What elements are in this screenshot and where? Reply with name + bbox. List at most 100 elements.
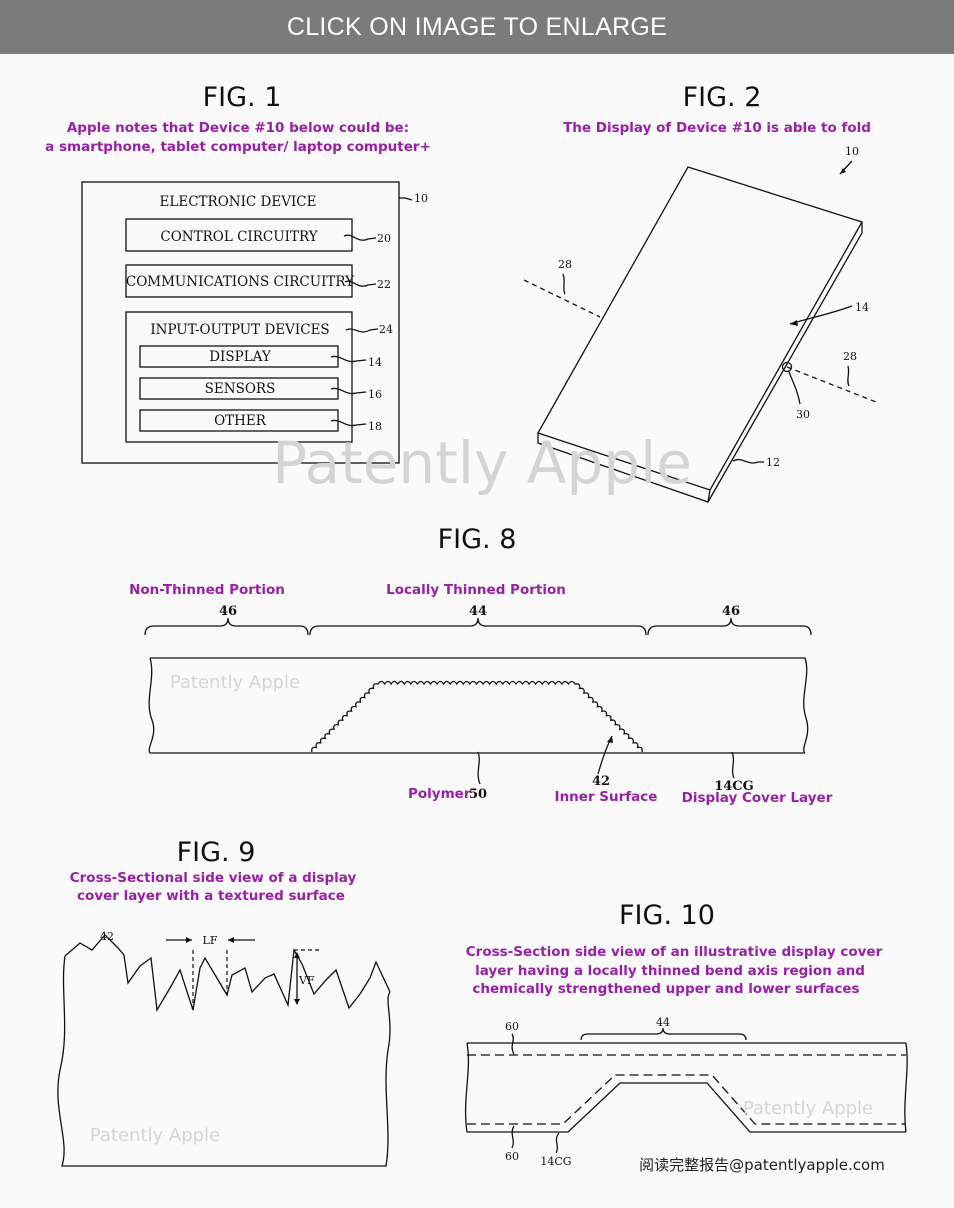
fig2: FIG. 2 The Display of Device #10 is able… — [523, 82, 877, 503]
fig2-title: FIG. 2 — [683, 82, 762, 113]
communications-circuitry-label: COMMUNICATIONS CIRCUITRY — [126, 274, 355, 290]
vf-label: VF — [298, 974, 315, 987]
display-label: DISPLAY — [209, 349, 272, 365]
fold-axis-right — [786, 366, 877, 403]
ref28a-leader — [562, 273, 566, 295]
device-front-edge — [537, 433, 711, 503]
ref14cg-fig10-leader — [555, 1132, 560, 1154]
ref-10: 10 — [414, 192, 428, 205]
ref-44-fig10: 44 — [656, 1016, 670, 1029]
ref-60-bottom: 60 — [505, 1150, 519, 1163]
electronic-device-box — [81, 181, 400, 464]
ref-18: 18 — [368, 420, 382, 433]
ref-12: 12 — [766, 456, 780, 469]
patent-figures: FIG. 1 Apple notes that Device #10 below… — [45, 82, 908, 1174]
fig8-title: FIG. 8 — [438, 524, 517, 555]
fig2-caption: The Display of Device #10 is able to fol… — [563, 120, 871, 136]
fig9-body-outline — [57, 955, 391, 1167]
fig10-right-edge — [904, 1042, 908, 1133]
vf-arrowheads — [294, 952, 300, 1005]
ref-60-top: 60 — [505, 1020, 519, 1033]
watermark-fig9: Patently Apple — [90, 1125, 220, 1146]
lf-label: LF — [203, 934, 218, 947]
fig9-title: FIG. 9 — [177, 837, 256, 868]
cover-right-break — [803, 657, 809, 754]
ref10-arrowhead — [840, 168, 846, 174]
communications-circuitry-box — [125, 264, 353, 298]
ref14-fig2-leader — [789, 305, 853, 325]
fig9: FIG. 9 Cross-Sectional side view of a di… — [57, 837, 391, 1167]
fig10-caption-line2: layer having a locally thinned bend axis… — [475, 963, 865, 979]
ref20-leader — [343, 234, 377, 241]
ref-24: 24 — [379, 323, 393, 336]
ref42-arrowhead — [607, 736, 613, 743]
ref-42-fig9: 42 — [100, 930, 114, 943]
ref-16: 16 — [368, 388, 382, 401]
ref-14: 14 — [368, 356, 382, 369]
ref-50: 50 — [469, 787, 487, 802]
watermark-fig10: Patently Apple — [743, 1098, 873, 1119]
ref-20: 20 — [377, 232, 391, 245]
ref18-leader — [330, 419, 367, 427]
fig10-bottom-strengthened — [467, 1074, 906, 1125]
other-label: OTHER — [214, 413, 267, 429]
ref-28-right: 28 — [843, 350, 857, 363]
display-cover-label: Display Cover Layer — [682, 790, 833, 806]
ref-42-fig8: 42 — [592, 774, 610, 789]
textured-surface — [64, 934, 391, 1012]
ref12-leader — [732, 458, 764, 464]
footer-source[interactable]: 阅读完整报告@patentlyapple.com — [639, 1156, 885, 1174]
ref14-fig2-arrowhead — [790, 320, 798, 326]
fig1-caption-line2: a smartphone, tablet computer/ laptop co… — [45, 139, 431, 155]
fold-axis-left — [523, 279, 601, 318]
ref-46-left: 46 — [219, 604, 237, 619]
non-thinned-label: Non-Thinned Portion — [129, 582, 285, 598]
brace-left — [144, 617, 309, 636]
fig1-caption-line1: Apple notes that Device #10 below could … — [67, 120, 409, 136]
fig1-title: FIG. 1 — [203, 82, 282, 113]
locally-thinned-label: Locally Thinned Portion — [386, 582, 566, 598]
polymer-label: Polymer — [408, 786, 471, 802]
sensors-label: SENSORS — [205, 381, 276, 397]
brace-right — [647, 617, 812, 636]
control-circuitry-label: CONTROL CIRCUITRY — [160, 229, 318, 245]
control-circuitry-box — [125, 218, 353, 252]
fig10-brace — [580, 1027, 747, 1041]
enlarge-banner[interactable]: CLICK ON IMAGE TO ENLARGE — [0, 0, 954, 54]
fig10-caption-line3: chemically strengthened upper and lower … — [472, 981, 859, 997]
fig9-caption-line1: Cross-Sectional side view of a display — [70, 870, 357, 886]
ref-14cg-fig8: 14CG — [714, 779, 754, 794]
ref-30: 30 — [796, 408, 810, 421]
input-output-devices-box — [125, 311, 353, 443]
cover-left-break — [148, 657, 155, 754]
ref-46-right: 46 — [722, 604, 740, 619]
ref-22: 22 — [377, 278, 391, 291]
inner-surface-scallop — [311, 680, 643, 753]
ref-14-fig2: 14 — [855, 301, 869, 314]
brace-center — [309, 617, 647, 636]
ref22-leader — [344, 280, 377, 287]
ref10-leader — [399, 197, 413, 201]
input-output-devices-label: INPUT-OUTPUT DEVICES — [150, 322, 329, 338]
ref-10-fig2: 10 — [845, 145, 859, 158]
fig10-title: FIG. 10 — [619, 900, 715, 931]
fig10: FIG. 10 Cross-Section side view of an il… — [464, 900, 908, 1168]
hinge-point — [781, 361, 793, 373]
ref30-leader — [788, 371, 801, 405]
electronic-device-label: ELECTRONIC DEVICE — [160, 194, 317, 210]
ref28b-leader — [847, 365, 850, 387]
ref-44: 44 — [469, 604, 487, 619]
fig9-caption-line2: cover layer with a textured surface — [77, 888, 345, 904]
ref14-leader — [330, 355, 367, 363]
ref-14cg-fig10: 14CG — [540, 1155, 571, 1168]
ref16-leader — [330, 387, 367, 395]
ref50-leader — [477, 751, 481, 785]
watermark-large: Patently Apple — [272, 429, 692, 497]
fig10-left-edge — [464, 1042, 470, 1133]
ref60-bottom-leader — [511, 1125, 515, 1149]
ref-28-left: 28 — [558, 258, 572, 271]
watermark-fig8: Patently Apple — [170, 672, 300, 693]
fig10-bottom-profile — [467, 1082, 906, 1133]
ref14cg-leader — [731, 751, 735, 779]
ref24-leader — [345, 328, 379, 333]
